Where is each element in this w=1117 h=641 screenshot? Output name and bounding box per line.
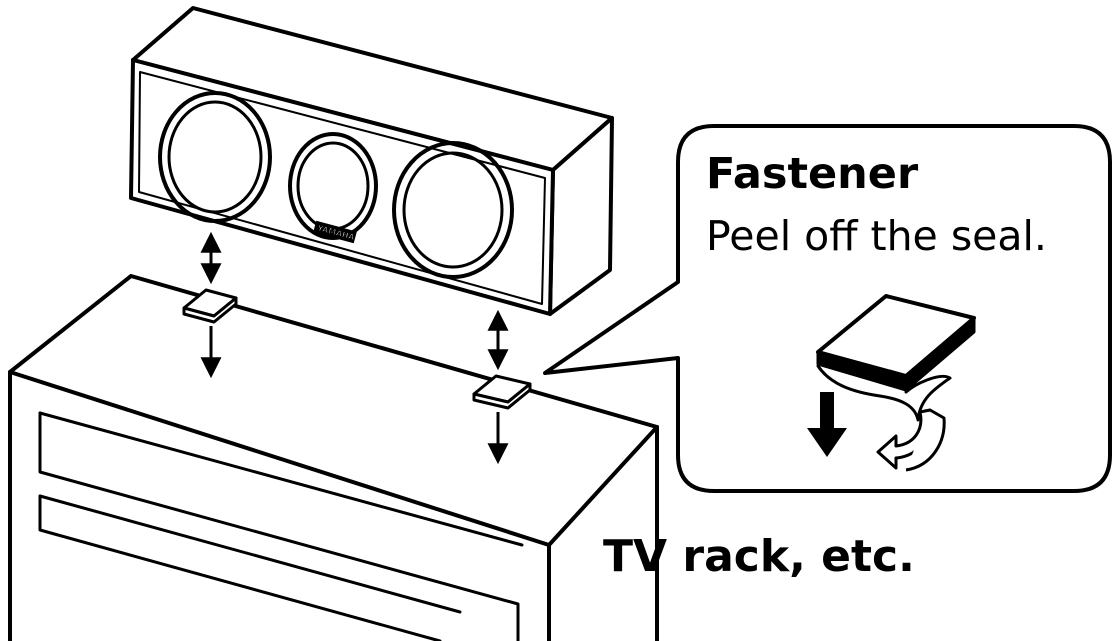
down-arrow-icon xyxy=(807,392,847,457)
rack-right-side xyxy=(547,425,659,641)
double-headed-arrow-icon xyxy=(200,231,509,465)
right-woofer xyxy=(392,141,514,279)
rack-top-surface xyxy=(8,274,659,547)
callout-bubble xyxy=(543,124,1112,493)
speaker-front xyxy=(129,58,555,316)
callout-title: Fastener xyxy=(706,149,919,199)
rack-drawer-lower xyxy=(38,494,442,641)
callout-instruction: Peel off the seal. xyxy=(706,212,1047,260)
fastener-pad-icon xyxy=(816,294,976,422)
tv-rack xyxy=(8,274,659,641)
peeling-seal xyxy=(816,364,952,422)
fastener-callout: Fastener Peel off the seal. xyxy=(543,124,1112,493)
rack-label: TV rack, etc. xyxy=(603,531,915,582)
rack-drawer-lower-top xyxy=(38,494,462,614)
rack-drawer-upper-top xyxy=(38,411,524,547)
curved-peel-arrow-icon xyxy=(876,408,946,472)
left-woofer xyxy=(158,91,272,223)
rack-drawer-upper xyxy=(38,411,520,641)
fastener-pad-left xyxy=(182,288,238,324)
fastener-pad-right xyxy=(472,374,532,410)
center-speaker: YAMAHA xyxy=(129,6,614,316)
speaker-grille-frame xyxy=(138,71,546,305)
